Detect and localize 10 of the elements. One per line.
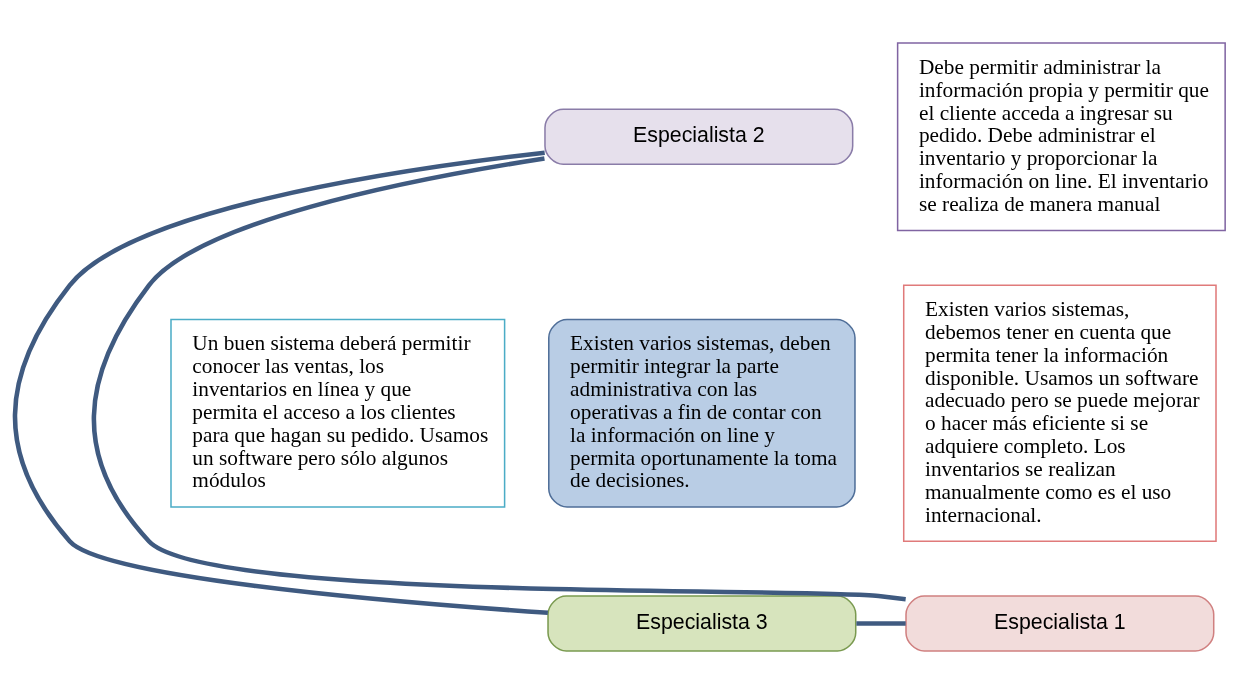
connector — [91, 155, 906, 601]
connector — [12, 149, 548, 615]
node-box: Debe permitir administrar la información propia y permitir que el cliente acceda a ingresar su pedido. Debe administrar el inventario y proporcionar la información on line. El inventario se realiza de manera manual — [896, 41, 1226, 231]
node-box: Un buen sistema deberá permitir conocer las ventas, los inventarios en línea y que permita el acceso a los clientes para que hagan su pedido. Usamos un software pero sólo algunos módulos — [170, 318, 506, 508]
node-box: Existen varios sistemas, deben permitir integrar la parte administrativa con las operativas a fin de contar con la información on line y permita oportunamente la toma de decisiones. — [548, 318, 856, 508]
connector — [856, 620, 906, 626]
node-box: Especialista 3 — [547, 594, 857, 652]
node-box: Especialista 1 — [905, 594, 1215, 652]
node-box: Existen varios sistemas, debemos tener en cuenta que permita tener la información disponible. Usamos un software adecuado pero se puede mejorar o hacer más eficiente si se adquiere completo. Los inventarios se realizan manualmente como es el uso internacional. — [902, 284, 1217, 542]
node-box: Especialista 2 — [544, 108, 854, 165]
